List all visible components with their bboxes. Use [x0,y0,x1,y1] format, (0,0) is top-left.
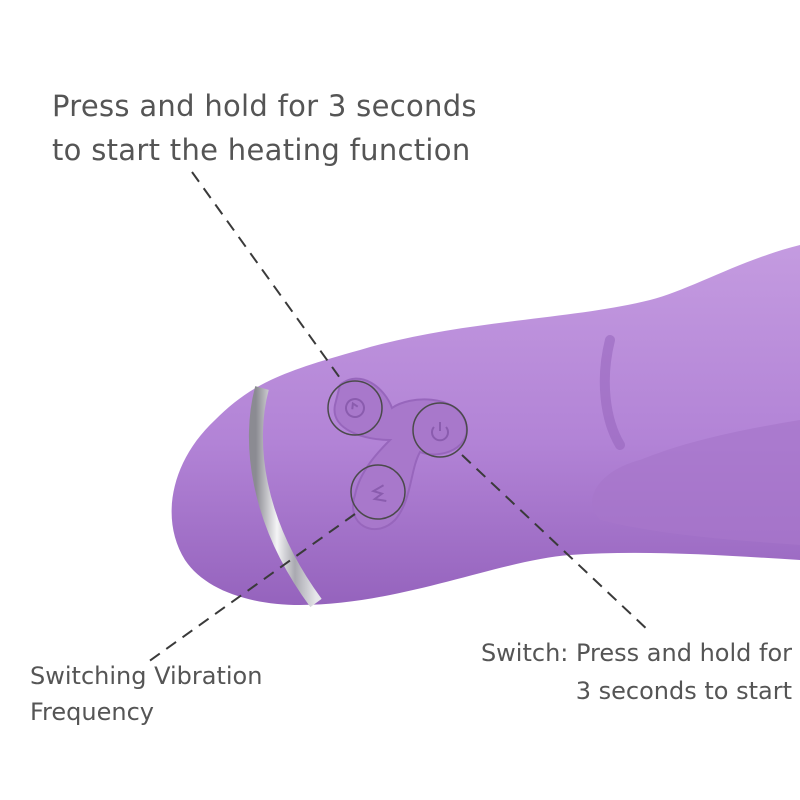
device-arm [592,420,800,545]
heating-button[interactable] [327,380,383,436]
metal-ring [248,386,322,608]
heat-icon [345,398,365,418]
heating-annotation-line1: Press and hold for 3 seconds [52,89,477,123]
power-icon [431,422,449,442]
heating-annotation: Press and hold for 3 seconds to start th… [52,84,477,172]
switch-annotation-line1: Switch: Press and hold for [480,639,792,667]
frequency-leader-line [147,513,356,663]
mode-button[interactable] [350,464,406,520]
device-body [171,245,800,605]
switch-annotation-line2: 3 seconds to start [575,677,792,705]
heating-annotation-line2: to start the heating function [52,133,471,167]
frequency-annotation-line1: Switching Vibration [30,662,263,690]
frequency-annotation: Switching Vibration Frequency [30,658,262,730]
frequency-annotation-line2: Frequency [30,698,154,726]
mode-w-icon [370,484,387,502]
switch-annotation: Switch: Press and hold for 3 seconds to … [420,634,792,710]
power-button[interactable] [412,402,468,458]
device-groove [599,335,625,450]
switch-leader-line [461,454,651,633]
heating-leader-line [191,171,341,379]
button-panel [333,377,468,531]
